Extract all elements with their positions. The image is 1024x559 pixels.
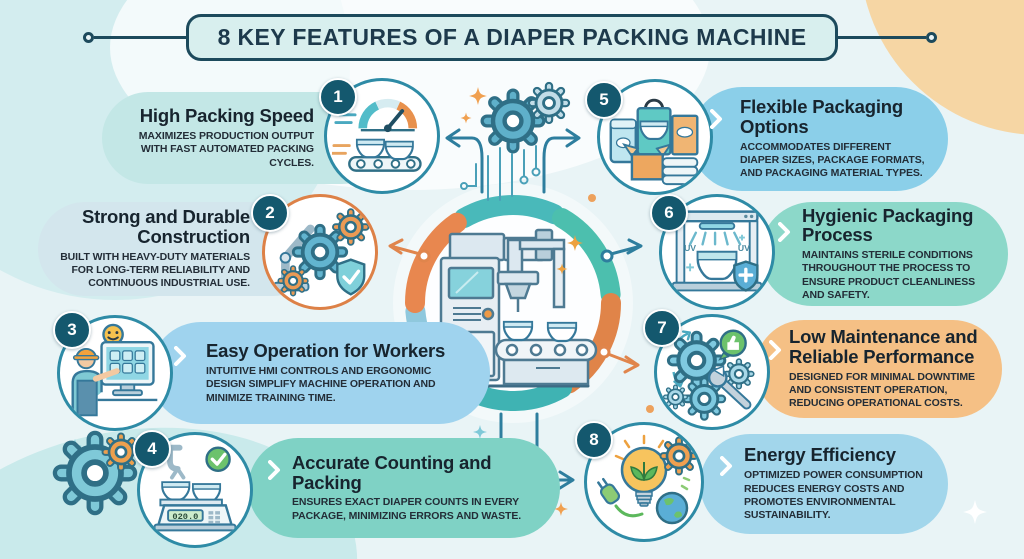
feature-icon-circle: UV UV xyxy=(659,194,775,310)
feature-card-4: Accurate Counting and Packing ENSURES EX… xyxy=(133,428,563,554)
worker-touchscreen-icon xyxy=(71,323,158,417)
chevron-right-icon xyxy=(268,460,281,485)
feature-card-3: Easy Operation for Workers INTUITIVE HMI… xyxy=(53,310,493,438)
number-badge: 5 xyxy=(585,81,623,119)
uv-label: UV xyxy=(738,243,750,253)
feature-card-7: Low Maintenance and Reliable Performance… xyxy=(636,308,1004,430)
banner-connector-dot-right xyxy=(926,32,937,43)
feature-icon-circle xyxy=(324,78,440,194)
feature-icon-circle xyxy=(57,315,173,431)
feature-description: INTUITIVE HMI CONTROLS AND ERGONOMIC DES… xyxy=(206,364,436,404)
number-badge: 1 xyxy=(319,78,357,116)
uv-label: UV xyxy=(684,243,696,253)
diaper-on-conveyor xyxy=(546,321,578,343)
feature-title: High Packing Speed xyxy=(139,105,314,127)
page-title: 8 KEY FEATURES OF A DIAPER PACKING MACHI… xyxy=(217,24,807,50)
feature-title: Hygienic Packaging Process xyxy=(802,204,974,246)
banner-connector-line-right xyxy=(838,36,926,39)
feature-card-8: Energy Efficiency OPTIMIZED POWER CONSUM… xyxy=(575,420,950,550)
feature-description: BUILT WITH HEAVY-DUTY MATERIALS FOR LONG… xyxy=(60,250,250,290)
gears-wrench-thumbs-up-icon xyxy=(662,329,762,422)
chevron-right-icon xyxy=(710,109,723,134)
number-badge: 4 xyxy=(133,430,171,468)
chevron-right-icon xyxy=(778,222,791,247)
feature-description: ACCOMMODATES DIFFERENT DIAPER SIZES, PAC… xyxy=(740,140,925,180)
number-badge: 8 xyxy=(575,421,613,459)
number-badge: 3 xyxy=(53,311,91,349)
speedometer-conveyor-icon xyxy=(332,98,422,172)
feature-title: Accurate Counting and Packing xyxy=(292,451,492,493)
banner-connector-dot-left xyxy=(83,32,94,43)
number-badge: 6 xyxy=(650,194,688,232)
feature-pill: Accurate Counting and Packing ENSURES EX… xyxy=(248,438,560,538)
feature-title: Easy Operation for Workers xyxy=(206,340,446,362)
energy-efficiency-icon xyxy=(597,434,696,525)
diaper-on-conveyor xyxy=(502,320,534,342)
feature-icon-circle: 020.0 xyxy=(137,432,253,548)
chevron-right-icon xyxy=(720,456,733,481)
feature-pill: Low Maintenance and Reliable Performance… xyxy=(755,320,1002,418)
feature-title: Strong and Durable Construction xyxy=(81,206,250,248)
scale-display: 020.0 xyxy=(172,512,198,522)
feature-pill: Energy Efficiency OPTIMIZED POWER CONSUM… xyxy=(700,434,948,534)
feature-icon-circle xyxy=(262,194,378,310)
feature-description: OPTIMIZED POWER CONSUMPTION REDUCES ENER… xyxy=(744,469,923,522)
feature-title: Low Maintenance and Reliable Performance xyxy=(789,326,978,367)
feature-card-6: Hygienic Packaging Process MAINTAINS STE… xyxy=(643,192,1011,318)
feature-description: DESIGNED FOR MINIMAL DOWNTIME AND CONSIS… xyxy=(789,370,975,410)
chevron-right-icon xyxy=(769,340,782,365)
packaging-options-icon xyxy=(609,98,699,186)
feature-card-5: Flexible Packaging Options ACCOMMODATES … xyxy=(585,77,950,205)
feature-pill: Hygienic Packaging Process MAINTAINS STE… xyxy=(760,202,1008,306)
feature-title: Energy Efficiency xyxy=(744,444,896,466)
banner-connector-line-left xyxy=(94,36,186,39)
number-badge: 2 xyxy=(251,194,289,232)
feature-description: MAXIMIZES PRODUCTION OUTPUT WITH FAST AU… xyxy=(138,129,314,169)
feature-pill: Flexible Packaging Options ACCOMMODATES … xyxy=(690,87,948,191)
feature-description: MAINTAINS STERILE CONDITIONS THROUGHOUT … xyxy=(802,249,975,302)
title-banner: 8 KEY FEATURES OF A DIAPER PACKING MACHI… xyxy=(186,14,838,61)
feature-description: ENSURES EXACT DIAPER COUNTS IN EVERY PAC… xyxy=(292,496,522,522)
feature-title: Flexible Packaging Options xyxy=(740,96,903,137)
number-badge: 7 xyxy=(643,309,681,347)
feature-card-2: Strong and Durable Construction BUILT WI… xyxy=(34,192,386,316)
robotic-arm-gears-shield-icon xyxy=(272,202,370,302)
uv-sterilization-icon: UV UV xyxy=(671,210,763,292)
feature-pill: Easy Operation for Workers INTUITIVE HMI… xyxy=(150,322,490,424)
chevron-right-icon xyxy=(174,346,187,371)
feature-card-1: High Packing Speed MAXIMIZES PRODUCTION … xyxy=(95,78,447,200)
